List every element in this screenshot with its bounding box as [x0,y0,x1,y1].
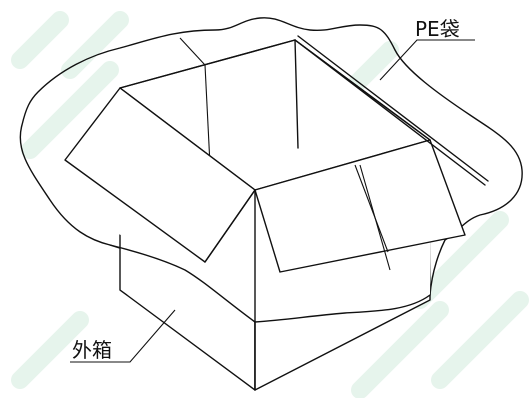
back-edge-left [119,39,296,89]
outer-box-label: 外箱 [72,338,112,362]
pe-bag-leader [379,39,475,81]
pe-bag-label: PE袋 [415,17,460,41]
inner-back-crease [204,64,211,166]
watermark [11,11,529,398]
rim-top-edge [294,39,486,186]
inner-corner [294,39,299,149]
box-flap-right [254,139,466,273]
inner-left-crease [179,37,206,66]
rim-top-edge-2 [297,35,489,182]
outer-box-leader [70,309,176,363]
left-flap-fold [204,189,256,263]
right-flap-crease-2 [359,164,391,271]
right-flap-crease [354,164,389,253]
